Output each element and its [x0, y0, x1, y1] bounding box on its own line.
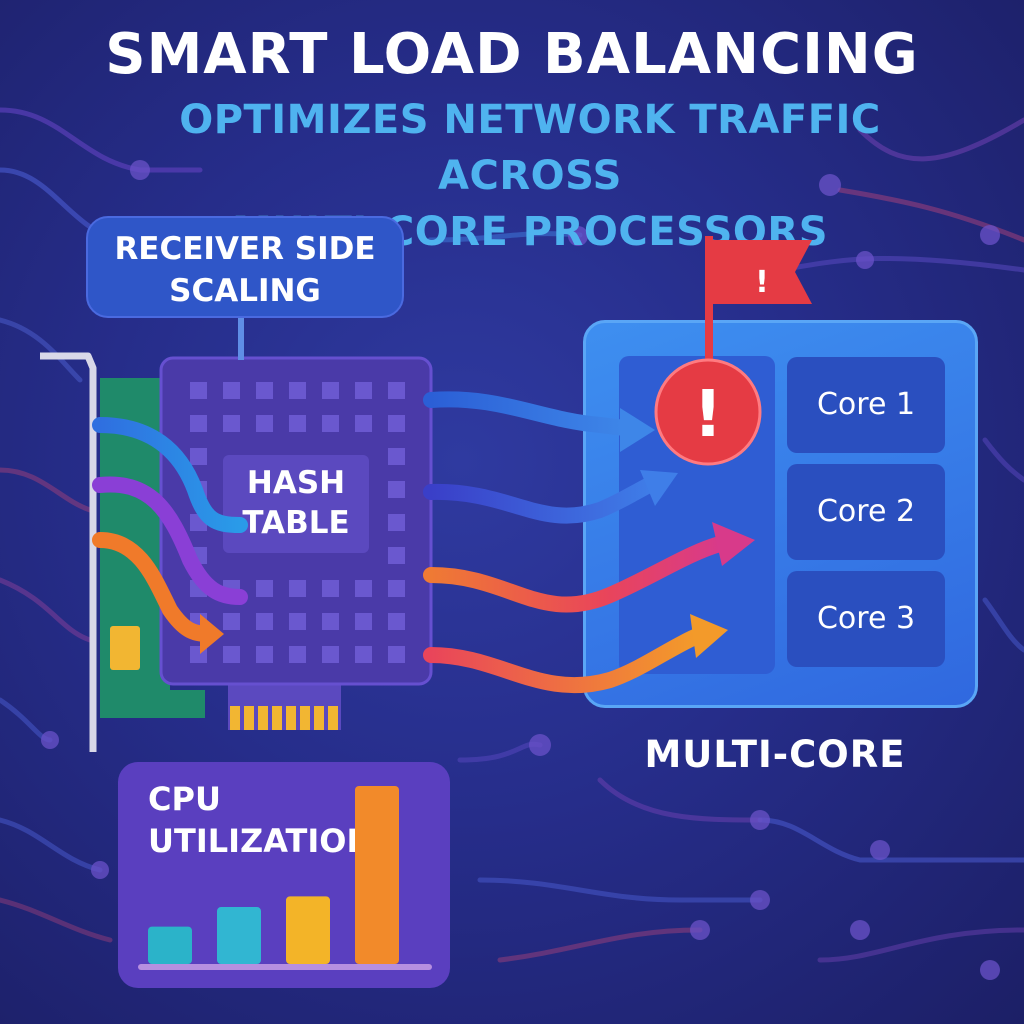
chip-grid-cell [223, 382, 240, 399]
chip-grid-cell [256, 613, 273, 630]
chip-grid-cell [322, 646, 339, 663]
chip-grid-cell [322, 613, 339, 630]
chip-grid-cell [355, 580, 372, 597]
chip-grid-cell [388, 514, 405, 531]
chip-grid-cell [322, 382, 339, 399]
chip-grid-cell [388, 580, 405, 597]
chip-grid-cell [289, 646, 306, 663]
cpu-utilization-chart [138, 786, 432, 970]
rss-line-1: RECEIVER SIDE [114, 231, 376, 267]
arrowhead-3 [712, 522, 755, 566]
chip-grid-cell [388, 481, 405, 498]
cpu-utilization-label: CPU UTILIZATION [148, 778, 373, 862]
card-bracket [40, 352, 97, 752]
chip-grid-cell [223, 613, 240, 630]
core-3: Core 3 [787, 571, 945, 667]
hash-table-label: HASH TABLE [223, 455, 369, 553]
core-1: Core 1 [787, 357, 945, 453]
warning-exclamation: ! [693, 378, 722, 452]
rss-line-2: SCALING [169, 273, 321, 309]
chip-grid-cell [388, 415, 405, 432]
outgoing-flow-3 [423, 536, 728, 613]
cpu-bar-2 [217, 907, 261, 964]
chip-grid-cell [355, 382, 372, 399]
arrowhead-2 [640, 470, 678, 506]
chip-grid-cell [322, 415, 339, 432]
chip-grid-cell [190, 448, 207, 465]
chip-grid-cell [223, 646, 240, 663]
outgoing-flow-4 [423, 629, 703, 694]
chip-grid-cell [355, 613, 372, 630]
chip-grid-cell [256, 415, 273, 432]
incoming-flow-purple [92, 476, 248, 605]
outgoing-flow-1 [423, 391, 633, 436]
chip-grid-cell [355, 415, 372, 432]
chip-grid-cell [322, 580, 339, 597]
chip-grid-cell [388, 646, 405, 663]
chip-grid-cell [388, 382, 405, 399]
page-title: SMART LOAD BALANCING [105, 22, 919, 87]
outgoing-flow-2 [423, 474, 663, 524]
chip-grid-cell [256, 580, 273, 597]
chip-grid-cell [223, 415, 240, 432]
rss-connector [238, 318, 244, 360]
chip-grid-cell [388, 547, 405, 564]
chart-baseline [138, 964, 432, 970]
chip-grid-cell [256, 382, 273, 399]
hash-line-1: HASH [246, 465, 346, 501]
incoming-flow-orange [92, 532, 218, 642]
rss-callout: RECEIVER SIDE SCALING [86, 216, 404, 318]
incoming-flow-blue [92, 417, 248, 533]
chip-grid-cell [289, 613, 306, 630]
arrowhead-1 [620, 408, 655, 452]
cpu-label-line-1: CPU [148, 780, 221, 818]
chip-grid-cell [289, 580, 306, 597]
core-2: Core 2 [787, 464, 945, 560]
card-connector-pins [230, 706, 338, 730]
flag-icon [713, 240, 812, 304]
cpu-bar-4 [355, 786, 399, 964]
flag-pole [705, 236, 713, 386]
chip-grid-cell [388, 448, 405, 465]
hash-line-2: TABLE [242, 505, 350, 541]
chip-grid-cell [388, 613, 405, 630]
cpu-label-line-2: UTILIZATION [148, 822, 374, 860]
flag-exclamation: ! [755, 265, 769, 300]
chip-grid-cell [355, 646, 372, 663]
chip-grid-cell [289, 382, 306, 399]
subtitle-line-1: OPTIMIZES NETWORK TRAFFIC ACROSS [179, 97, 881, 199]
chip-grid-cell [256, 646, 273, 663]
cpu-bar-3 [286, 896, 330, 964]
multi-core-label: MULTI-CORE [644, 733, 906, 776]
arrowhead-4 [690, 614, 728, 658]
chip-grid-cell [190, 382, 207, 399]
warning-icon [654, 358, 762, 466]
cpu-bar-1 [148, 926, 192, 964]
chip-grid-cell [289, 415, 306, 432]
incoming-arrowhead [200, 614, 224, 654]
card-chip [110, 626, 140, 670]
chip-grid-cell [190, 415, 207, 432]
